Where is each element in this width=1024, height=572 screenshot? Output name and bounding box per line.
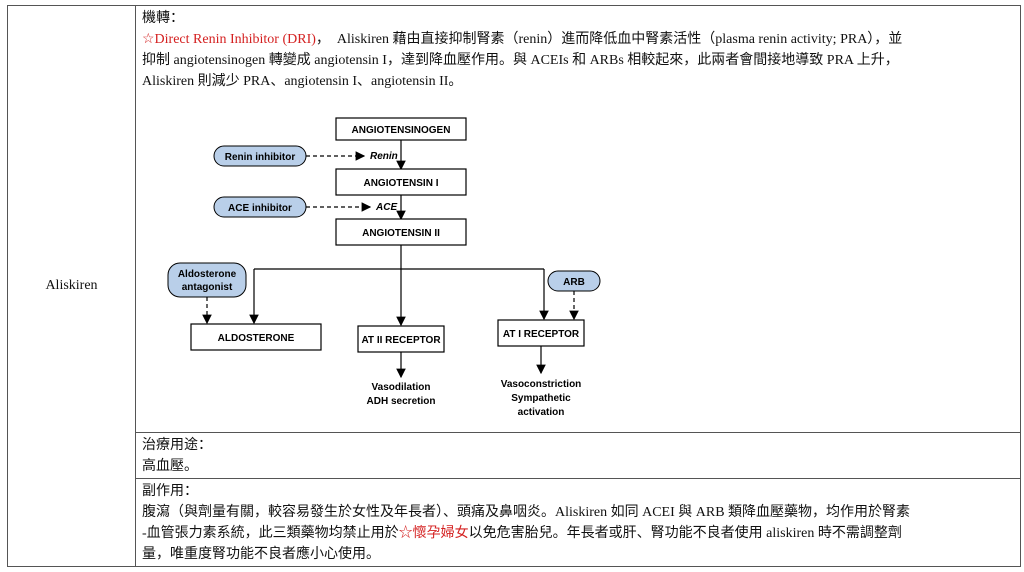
angiotensin-i-label: ANGIOTENSIN I bbox=[363, 178, 438, 189]
mechanism-line3: Aliskiren 則減少 PRA、angiotensin I、angioten… bbox=[142, 74, 463, 89]
side-effects-line2-post: 以免危害胎兒。年長者或肝、腎功能不良者使用 aliskiren 時不需調整劑 bbox=[468, 526, 902, 541]
use-text: 治療用途： 高血壓。 bbox=[136, 433, 1020, 477]
side-effects-heading: 副作用： bbox=[142, 484, 198, 499]
drug-table: Aliskiren 機轉： ☆Direct Renin Inhibitor (D… bbox=[7, 5, 1021, 567]
at1-effect-3: activation bbox=[518, 407, 565, 418]
aldosterone-antagonist-line2: antagonist bbox=[182, 282, 233, 293]
ace-label: ACE bbox=[375, 202, 397, 213]
mechanism-cell: 機轉： ☆Direct Renin Inhibitor (DRI)， Alisk… bbox=[136, 6, 1020, 433]
aldosterone-box bbox=[190, 323, 322, 351]
mechanism-heading: 機轉： bbox=[142, 11, 184, 26]
aldosterone-label: ALDOSTERONE bbox=[218, 333, 295, 344]
ace-inhibitor-label: ACE inhibitor bbox=[228, 203, 292, 214]
angiotensin-i-box bbox=[335, 168, 467, 196]
at1-receptor-label: AT I RECEPTOR bbox=[503, 329, 580, 340]
raas-diagram: ANGIOTENSINOGEN ANGIOTENSIN I ANGIOTENSI… bbox=[167, 117, 601, 418]
use-value: 高血壓。 bbox=[142, 459, 198, 474]
aldosterone-antagonist-line1: Aldosterone bbox=[178, 269, 237, 280]
at2-receptor-label: AT II RECEPTOR bbox=[361, 335, 441, 346]
renin-label: Renin bbox=[370, 151, 398, 162]
renin-inhibitor-label: Renin inhibitor bbox=[225, 152, 296, 163]
angiotensinogen-label: ANGIOTENSINOGEN bbox=[352, 125, 451, 136]
arb-label: ARB bbox=[563, 277, 585, 288]
side-effects-line2-pre: -血管張力素系統，此三類藥物均禁止用於 bbox=[142, 526, 399, 541]
at2-receptor-box bbox=[357, 325, 445, 353]
dri-highlight: ☆Direct Renin Inhibitor (DRI) bbox=[142, 32, 316, 47]
use-heading: 治療用途： bbox=[142, 438, 212, 453]
at1-effect-2: Sympathetic bbox=[511, 393, 571, 404]
side-effects-line1: 腹瀉（與劑量有關，較容易發生於女性及年長者）、頭痛及鼻咽炎。Aliskiren … bbox=[142, 505, 911, 520]
side-effects-cell: 副作用： 腹瀉（與劑量有關，較容易發生於女性及年長者）、頭痛及鼻咽炎。Alisk… bbox=[136, 479, 1020, 566]
mechanism-text: 機轉： ☆Direct Renin Inhibitor (DRI)， Alisk… bbox=[136, 6, 1020, 92]
pregnancy-highlight: ☆懷孕婦女 bbox=[398, 526, 469, 541]
use-cell: 治療用途： 高血壓。 bbox=[136, 433, 1020, 479]
mechanism-line1: ， Aliskiren 藉由直接抑制腎素（renin）進而降低血中腎素活性（pl… bbox=[315, 32, 903, 47]
angiotensin-ii-label: ANGIOTENSIN II bbox=[362, 228, 440, 239]
side-effects-text: 副作用： 腹瀉（與劑量有關，較容易發生於女性及年長者）、頭痛及鼻咽炎。Alisk… bbox=[136, 479, 1020, 565]
at1-effect-1: Vasoconstriction bbox=[501, 379, 582, 390]
drug-name-cell: Aliskiren bbox=[8, 6, 136, 566]
at2-effect-1: Vasodilation bbox=[372, 382, 431, 393]
at2-effect-2: ADH secretion bbox=[367, 396, 436, 407]
side-effects-line3: 量，唯重度腎功能不良者應小心使用。 bbox=[142, 547, 380, 562]
mechanism-line2: 抑制 angiotensinogen 轉變成 angiotensin I，達到降… bbox=[142, 53, 899, 68]
drug-name: Aliskiren bbox=[45, 278, 98, 293]
